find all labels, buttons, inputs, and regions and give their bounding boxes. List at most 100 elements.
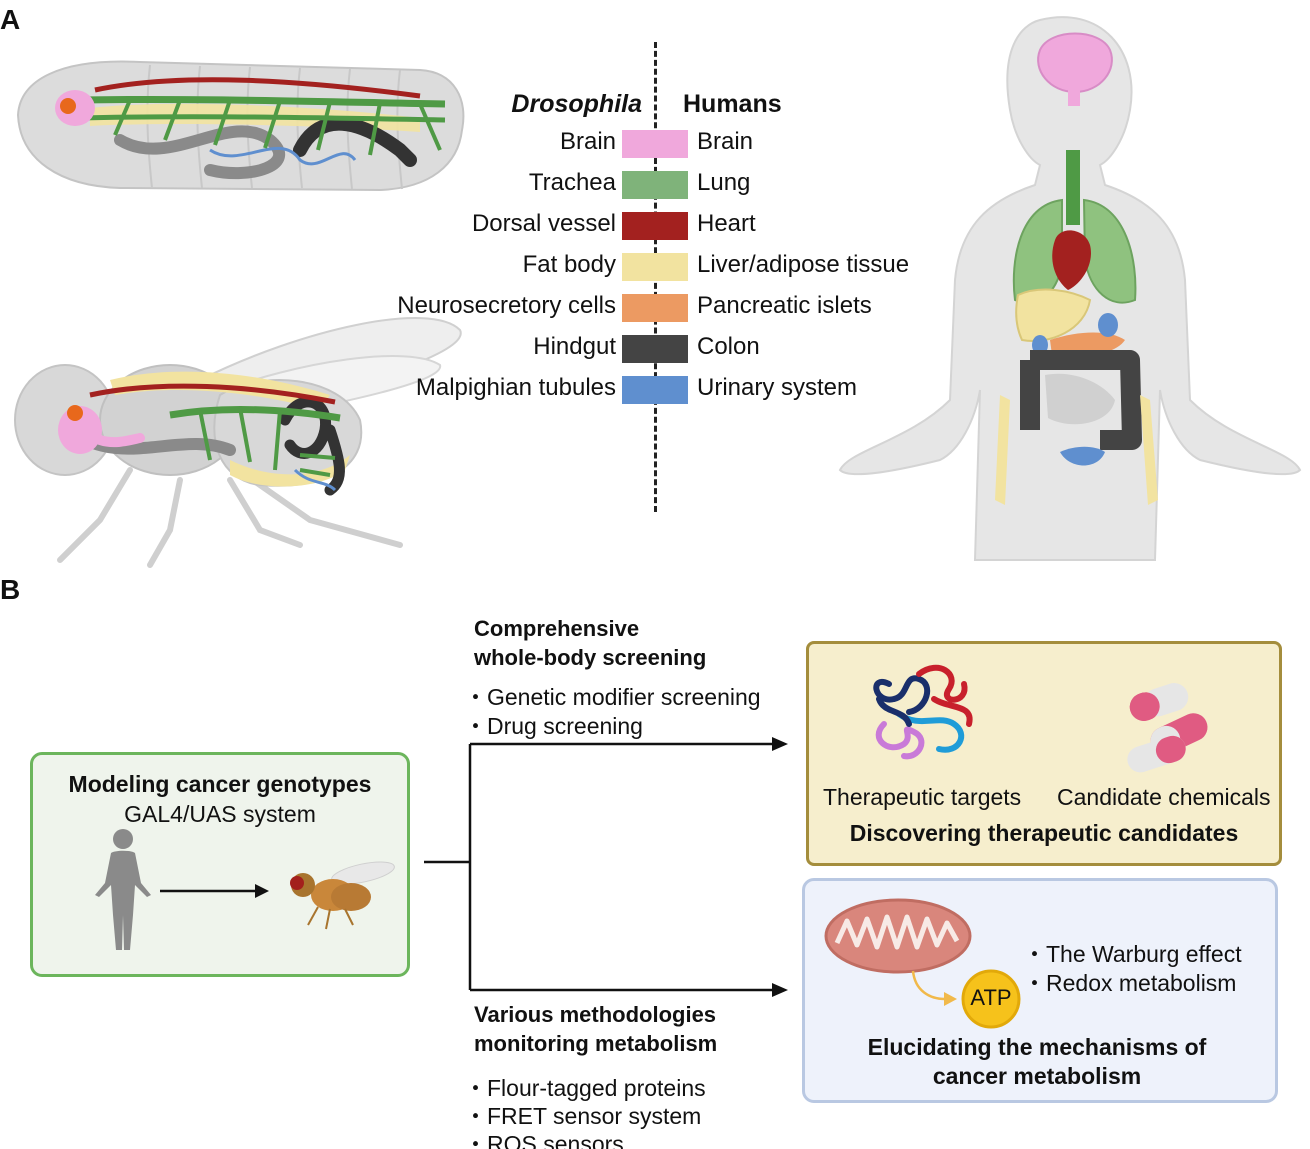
larva-dorsal-vessel [94, 77, 421, 99]
row-trachea: Trachea Lung [372, 169, 932, 201]
humans-header: Humans [683, 90, 782, 118]
fly-organ-label: Fat body [522, 251, 616, 278]
fly-trachea-main [169, 405, 341, 422]
methods-bullet: ・Flour-tagged proteins [464, 1075, 706, 1101]
row-malpighian: Malpighian tubules Urinary system [372, 374, 932, 406]
row-brain: Brain Brain [372, 128, 932, 160]
methods-bullet: ・ROS sensors [464, 1131, 624, 1149]
color-swatch-malpighian [622, 376, 688, 404]
row-dorsal-vessel: Dorsal vessel Heart [372, 210, 932, 242]
row-neurosecretory: Neurosecretory cells Pancreatic islets [372, 292, 932, 324]
capsule-icon [1127, 683, 1208, 773]
human-bladder [1060, 446, 1105, 466]
human-liver [1015, 288, 1092, 342]
row-hindgut: Hindgut Colon [372, 333, 932, 365]
screening-title-2: whole-body screening [474, 645, 707, 670]
mechanisms-graphics [824, 898, 1021, 1029]
fly-organ-label: Hindgut [533, 333, 616, 360]
human-organ-label: Pancreatic islets [697, 292, 872, 319]
screening-bullet: ・Genetic modifier screening [464, 684, 761, 710]
curved-arrowhead-icon [944, 992, 957, 1006]
mechanisms-title-2: cancer metabolism [932, 1063, 1142, 1089]
fly-trachea-branches [198, 407, 336, 477]
atp-label: ATP [970, 985, 1012, 1010]
fly-brain [58, 406, 102, 454]
arrow-head-icon [255, 884, 269, 898]
screening-title-1: Comprehensive [474, 616, 640, 641]
human-adipose-left [995, 395, 1010, 505]
larva-brain [55, 90, 95, 126]
discovering-title: Discovering therapeutic candidates [849, 820, 1239, 846]
human-pancreas [1050, 332, 1125, 357]
fly-hindgut [279, 396, 345, 496]
human-organ-label: Liver/adipose tissue [697, 251, 910, 278]
row-fat-body: Fat body Liver/adipose tissue [372, 251, 932, 283]
human-organ-label: Brain [697, 128, 754, 155]
fly-legs [57, 467, 403, 568]
human-organ-label: Lung [697, 169, 751, 196]
mechanisms-title-1: Elucidating the mechanisms of [867, 1034, 1207, 1060]
human-silhouette-icon [95, 829, 151, 950]
fly-thorax [99, 364, 241, 476]
human-kidney [1098, 313, 1118, 337]
screening-bullet: ・Drug screening [464, 713, 643, 739]
human-organ-label: Urinary system [697, 374, 858, 401]
fly-organ-label: Neurosecretory cells [397, 292, 616, 319]
discovering-box: Therapeutic targets Candidate chemicals … [806, 641, 1282, 866]
human-trachea [1066, 150, 1080, 225]
color-swatch-fat-body [622, 253, 688, 281]
fly-organ-label: Dorsal vessel [471, 210, 616, 237]
protein-icon [873, 664, 973, 760]
mechanism-bullet: ・Redox metabolism [1023, 970, 1237, 996]
fly-icon [290, 861, 395, 930]
mechanisms-box: ATP ・The Warburg effect ・Redox metabolis… [802, 878, 1278, 1103]
larva-trachea-main [79, 95, 446, 108]
comparison-table: Brain Brain Trachea Lung Dorsal vessel H… [372, 128, 932, 418]
curved-arrow [911, 970, 946, 1001]
color-swatch-dorsal-vessel [622, 212, 688, 240]
color-swatch-neurosecretory [622, 294, 688, 322]
atp-circle [961, 969, 1021, 1029]
larva-tubules [209, 147, 357, 166]
human-organ-label: Heart [697, 210, 756, 237]
human-small-intestine [1045, 373, 1115, 425]
modeling-graphics [95, 829, 395, 950]
panel-a-letter: A [0, 4, 21, 35]
human-lung-right [1082, 198, 1137, 304]
human-lung-left [1012, 198, 1063, 304]
arrowhead-mechanisms [772, 983, 788, 997]
fly-organ-label: Brain [559, 128, 616, 155]
fly-fat-body [110, 371, 330, 410]
panel-b-letter: B [0, 574, 21, 605]
color-swatch-brain [622, 130, 688, 158]
drosophila-header: Drosophila [511, 90, 642, 118]
methods-bullet: ・FRET sensor system [464, 1103, 702, 1129]
modeling-title: Modeling cancer genotypes [68, 771, 372, 797]
human-heart [1052, 230, 1091, 290]
fly-tubules [293, 468, 337, 492]
human-adipose-right [1140, 395, 1158, 505]
human-brain [1037, 32, 1113, 94]
methods-title-1: Various methodologies [474, 1002, 717, 1027]
fly-head [14, 364, 116, 476]
fly-gut [64, 424, 236, 456]
color-swatch-hindgut [622, 335, 688, 363]
fly-organ-label: Trachea [528, 169, 616, 196]
fly-organ-label: Malpighian tubules [415, 374, 616, 401]
discover-graphics [873, 664, 1208, 773]
human-organ-label: Colon [697, 333, 760, 360]
modeling-box: Modeling cancer genotypes GAL4/UAS syste… [30, 752, 410, 977]
label-candidate-chemicals: Candidate chemicals [1057, 784, 1271, 810]
larva-segments [146, 64, 403, 190]
larva-gut [114, 125, 285, 180]
color-swatch-trachea [622, 171, 688, 199]
modeling-subtitle: GAL4/UAS system [124, 801, 316, 827]
mitochondrion-icon [824, 898, 972, 974]
larva-neurosecretory [60, 98, 76, 114]
larva-fat-body [90, 103, 420, 132]
mechanism-bullet: ・The Warburg effect [1023, 941, 1242, 967]
fly-abdomen [213, 379, 363, 487]
arrowhead-discover [772, 737, 788, 751]
methods-title-2: monitoring metabolism [474, 1031, 718, 1056]
